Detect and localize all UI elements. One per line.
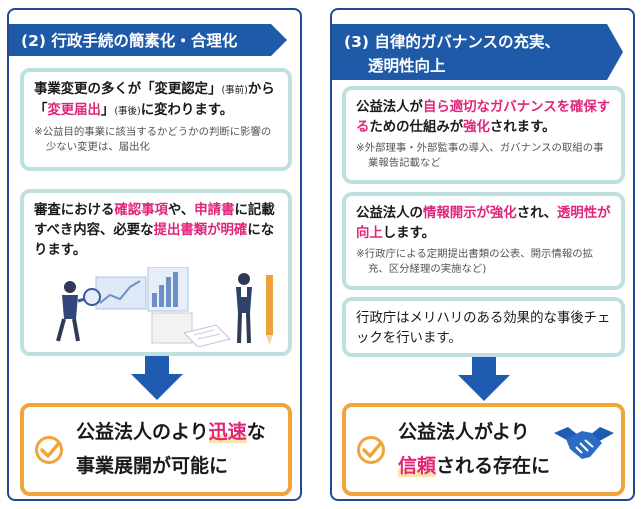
panel-administrative-procedures: (2) 行政手続の簡素化・合理化 事業変更の多くが「変更認定」(事前)から「変更… [7, 8, 302, 501]
result-left-line1: 公益法人のより迅速な [76, 421, 266, 443]
box-governance-text: 公益法人が自ら適切なガバナンスを確保するための仕組みが強化されます。 [356, 100, 611, 135]
check-circle-icon [357, 436, 385, 464]
down-arrow-icon [131, 356, 183, 400]
result-box-right: 公益法人がより 信頼される存在に [342, 403, 625, 496]
panel-governance-transparency: (3) 自律的ガバナンスの充実、 透明性向上 公益法人が自ら適切なガバナンスを確… [330, 8, 635, 501]
box-disclosure-note: ※行政庁による定期提出書類の公表、開示情報の拡充、区分経理の実施など) [356, 248, 593, 275]
result-right-line1: 公益法人がより [398, 421, 530, 443]
banner-right-line1: (3) 自律的ガバナンスの充実、 [344, 32, 561, 51]
down-arrow-icon [458, 357, 510, 401]
banner-right-line2: 透明性向上 [368, 56, 446, 75]
banner-left: (2) 行政手続の簡素化・合理化 [9, 24, 287, 56]
business-people-illustration [56, 267, 273, 347]
banner-left-title: (2) 行政手続の簡素化・合理化 [21, 32, 238, 50]
box-governance: 公益法人が自ら適切なガバナンスを確保するための仕組みが強化されます。 ※外部理事… [342, 86, 625, 184]
box-review-clarification: 審査における確認事項や、申請書に記載すべき内容、必要な提出書類が明確になります。 [20, 189, 292, 356]
box-change-notification-note: ※公益目的事業に該当するかどうかの判断に影響の少ない変更は、届出化 [34, 126, 272, 153]
banner-right: (3) 自律的ガバナンスの充実、 透明性向上 [332, 24, 623, 80]
result-box-left: 公益法人のより迅速な 事業展開が可能に [20, 403, 292, 496]
check-circle-icon [35, 436, 63, 464]
box-change-notification: 事業変更の多くが「変更認定」(事前)から「変更届出」(事後)に変わります。 ※公… [20, 68, 292, 171]
box-disclosure-text: 公益法人の情報開示が強化され、透明性が向上します。 [356, 206, 611, 241]
result-left-line2: 事業展開が可能に [76, 455, 229, 477]
box-post-check: 行政庁はメリハリのある効果的な事後チェックを行います。 [342, 297, 625, 357]
result-right-line2: 信頼される存在に [398, 455, 551, 477]
box-disclosure: 公益法人の情報開示が強化され、透明性が向上します。 ※行政庁による定期提出書類の… [342, 192, 625, 290]
handshake-icon [554, 427, 614, 459]
box-review-clarification-text: 審査における確認事項や、申請書に記載すべき内容、必要な提出書類が明確になります。 [34, 203, 275, 258]
box-governance-note: ※外部理事・外部監事の導入、ガバナンスの取組の事業報告記載など [356, 142, 604, 169]
box-change-notification-text: 事業変更の多くが「変更認定」(事前)から「変更届出」(事後)に変わります。 [34, 82, 275, 118]
box-post-check-text: 行政庁はメリハリのある効果的な事後チェックを行います。 [356, 311, 611, 346]
